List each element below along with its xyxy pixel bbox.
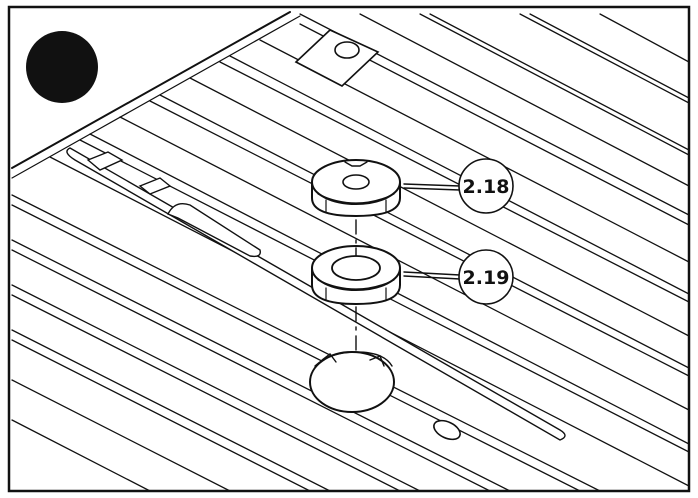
step-marker-dot <box>26 31 98 103</box>
panel-top-edge <box>11 11 301 179</box>
callout-2-19: 2.19 <box>458 249 514 305</box>
mounting-hole <box>309 351 395 413</box>
drain-hole <box>433 419 461 441</box>
callout-2-18-label: 2.18 <box>463 176 510 198</box>
callout-2-19-label: 2.19 <box>463 267 510 289</box>
part-2-18-cap <box>311 159 401 218</box>
callout-2-18: 2.18 <box>458 158 514 214</box>
callout-leaders <box>403 183 461 280</box>
part-2-19-grommet <box>311 245 401 306</box>
mounting-tab <box>294 29 380 87</box>
